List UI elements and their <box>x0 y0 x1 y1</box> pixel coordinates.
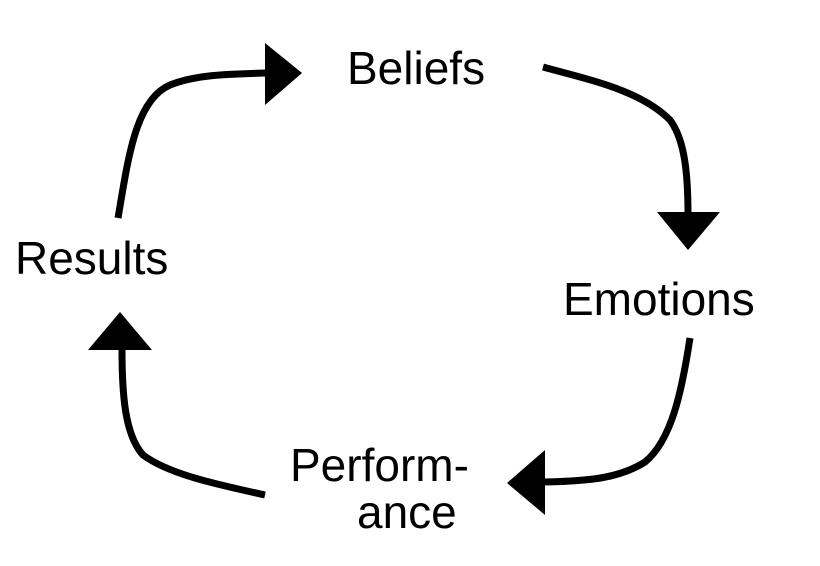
node-emotions: Emotions <box>563 273 755 325</box>
node-performance-line2: ance <box>357 486 457 538</box>
arrow-results-to-beliefs <box>114 43 302 219</box>
arrowhead-up-icon <box>88 312 152 350</box>
node-performance-line1: Perform- <box>290 439 469 491</box>
arrow-shaft <box>114 69 269 219</box>
arrow-shaft <box>544 337 694 486</box>
node-performance: Perform- ance <box>290 439 469 538</box>
arrow-shaft <box>118 349 266 499</box>
arrowhead-right-icon <box>265 43 302 105</box>
node-results: Results <box>15 232 168 284</box>
arrow-beliefs-to-emotions <box>542 63 720 250</box>
arrow-emotions-to-performance <box>507 337 694 515</box>
arrow-shaft <box>542 63 692 216</box>
node-beliefs: Beliefs <box>347 42 485 94</box>
arrow-performance-to-results <box>88 312 266 499</box>
arrowhead-left-icon <box>507 450 545 515</box>
arrowhead-down-icon <box>657 212 720 250</box>
